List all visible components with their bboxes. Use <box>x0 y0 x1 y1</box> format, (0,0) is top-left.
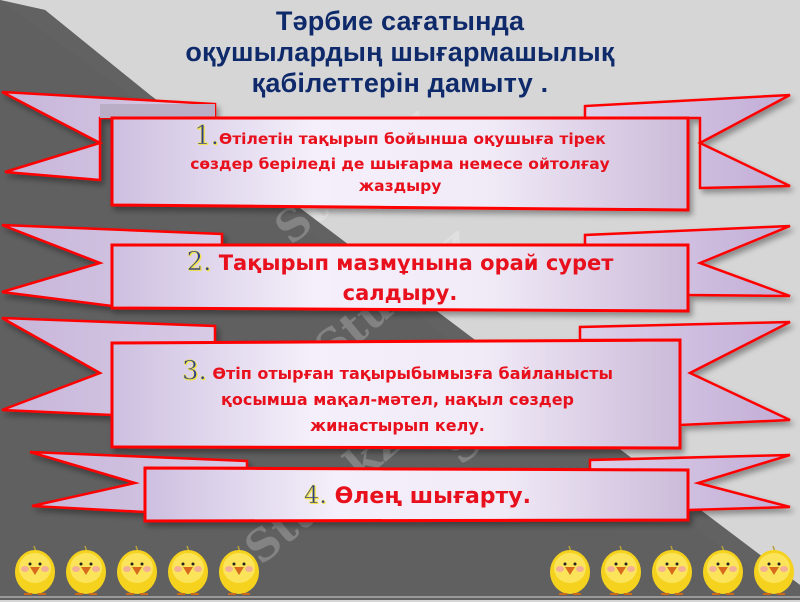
item-3-line-2: қосымша мақал-мәтел, нақыл сөздер <box>220 390 575 409</box>
chick-icon <box>751 542 797 598</box>
chick-icon <box>114 542 160 598</box>
slide-title: Тәрбие сағатында оқушылардың шығармашылы… <box>130 6 670 99</box>
title-line-2: оқушылардың шығармашылық <box>185 37 615 67</box>
item-4-line-1: Өлең шығарту. <box>334 484 531 509</box>
item-3-text: 3. Өтіп отырған тақырыбымызға байланысты… <box>115 358 680 439</box>
chick-row-left <box>12 542 262 598</box>
item-1-line-2: сөздер беріледі де шығарма немесе ойтолғ… <box>190 155 610 173</box>
chick-row-right <box>547 542 797 598</box>
chick-icon <box>700 542 746 598</box>
item-1-line-1: Өтілетін тақырып бойынша оқушыға тірек <box>219 130 606 148</box>
chick-icon <box>63 542 109 598</box>
item-4-text: 4. Өлең шығарту. <box>150 478 685 514</box>
chick-icon <box>649 542 695 598</box>
chick-icon <box>216 542 262 598</box>
chick-icon <box>547 542 593 598</box>
item-1-text: 1.Өтілетін тақырып бойынша оқушыға тірек… <box>115 121 685 195</box>
item-3-line-3: жинастырып келу. <box>310 416 485 435</box>
item-4-number: 4. <box>304 481 328 510</box>
item-3-number: 3. <box>182 356 207 386</box>
item-2-line-1: Тақырып мазмұнына орай сурет <box>218 251 614 275</box>
chick-icon <box>165 542 211 598</box>
title-line-3: қабілеттерін дамыту . <box>251 68 549 98</box>
item-3-line-1: Өтіп отырған тақырыбымызға байланысты <box>212 364 613 383</box>
item-1-line-3: жаздыру <box>358 177 442 195</box>
item-2-number: 2. <box>186 247 212 278</box>
item-2-text: 2. Тақырып мазмұнына орай сурет салдыру. <box>115 247 685 308</box>
item-1-number: 1. <box>194 121 220 151</box>
chick-icon <box>12 542 58 598</box>
chick-icon <box>598 542 644 598</box>
item-2-line-2: салдыру. <box>342 281 458 305</box>
title-line-1: Тәрбие сағатында <box>275 6 525 36</box>
